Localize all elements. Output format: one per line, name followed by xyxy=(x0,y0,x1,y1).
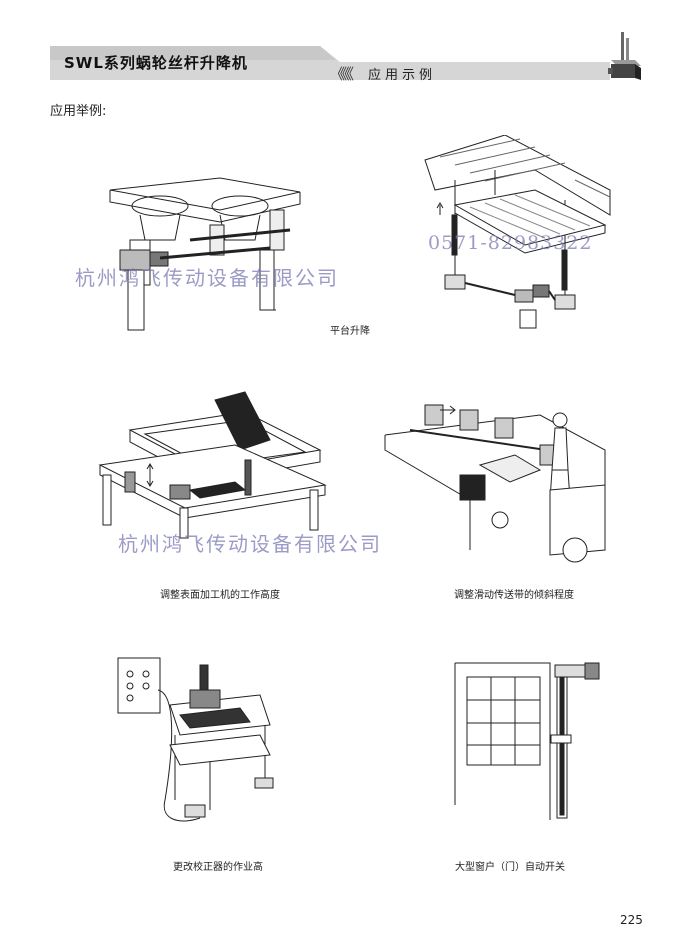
illustration-window xyxy=(445,655,615,825)
header-bar xyxy=(50,46,610,82)
illustration-sink-lift xyxy=(100,170,310,340)
company-watermark-2: 杭州鸿飞传动设备有限公司 xyxy=(118,532,382,556)
header-title: SWL系列蜗轮丝杆升降机 xyxy=(64,54,248,72)
caption-surface-machine: 调整表面加工机的工作高度 xyxy=(160,590,280,601)
page-number: 225 xyxy=(620,913,643,927)
phone-watermark: 0571-82983322 xyxy=(428,232,593,254)
screw-jack-icon xyxy=(605,30,645,85)
company-watermark: 杭州鸿飞传动设备有限公司 xyxy=(75,266,339,290)
chevron-icons: 《《《 xyxy=(330,65,354,83)
illustration-straightener xyxy=(110,650,280,830)
illustration-platform-lift xyxy=(415,135,615,335)
illustration-surface-machine xyxy=(85,390,335,540)
illustration-conveyor xyxy=(380,390,610,570)
caption-straightener: 更改校正器的作业高 xyxy=(173,862,263,873)
section-label: 应用举例: xyxy=(50,104,107,119)
caption-conveyor: 调整滑动传送带的倾斜程度 xyxy=(454,590,574,601)
header-subtitle: 应用示例 xyxy=(368,68,437,83)
caption-window-door: 大型窗户（门）自动开关 xyxy=(455,862,565,873)
caption-platform-lift: 平台升降 xyxy=(330,326,370,337)
